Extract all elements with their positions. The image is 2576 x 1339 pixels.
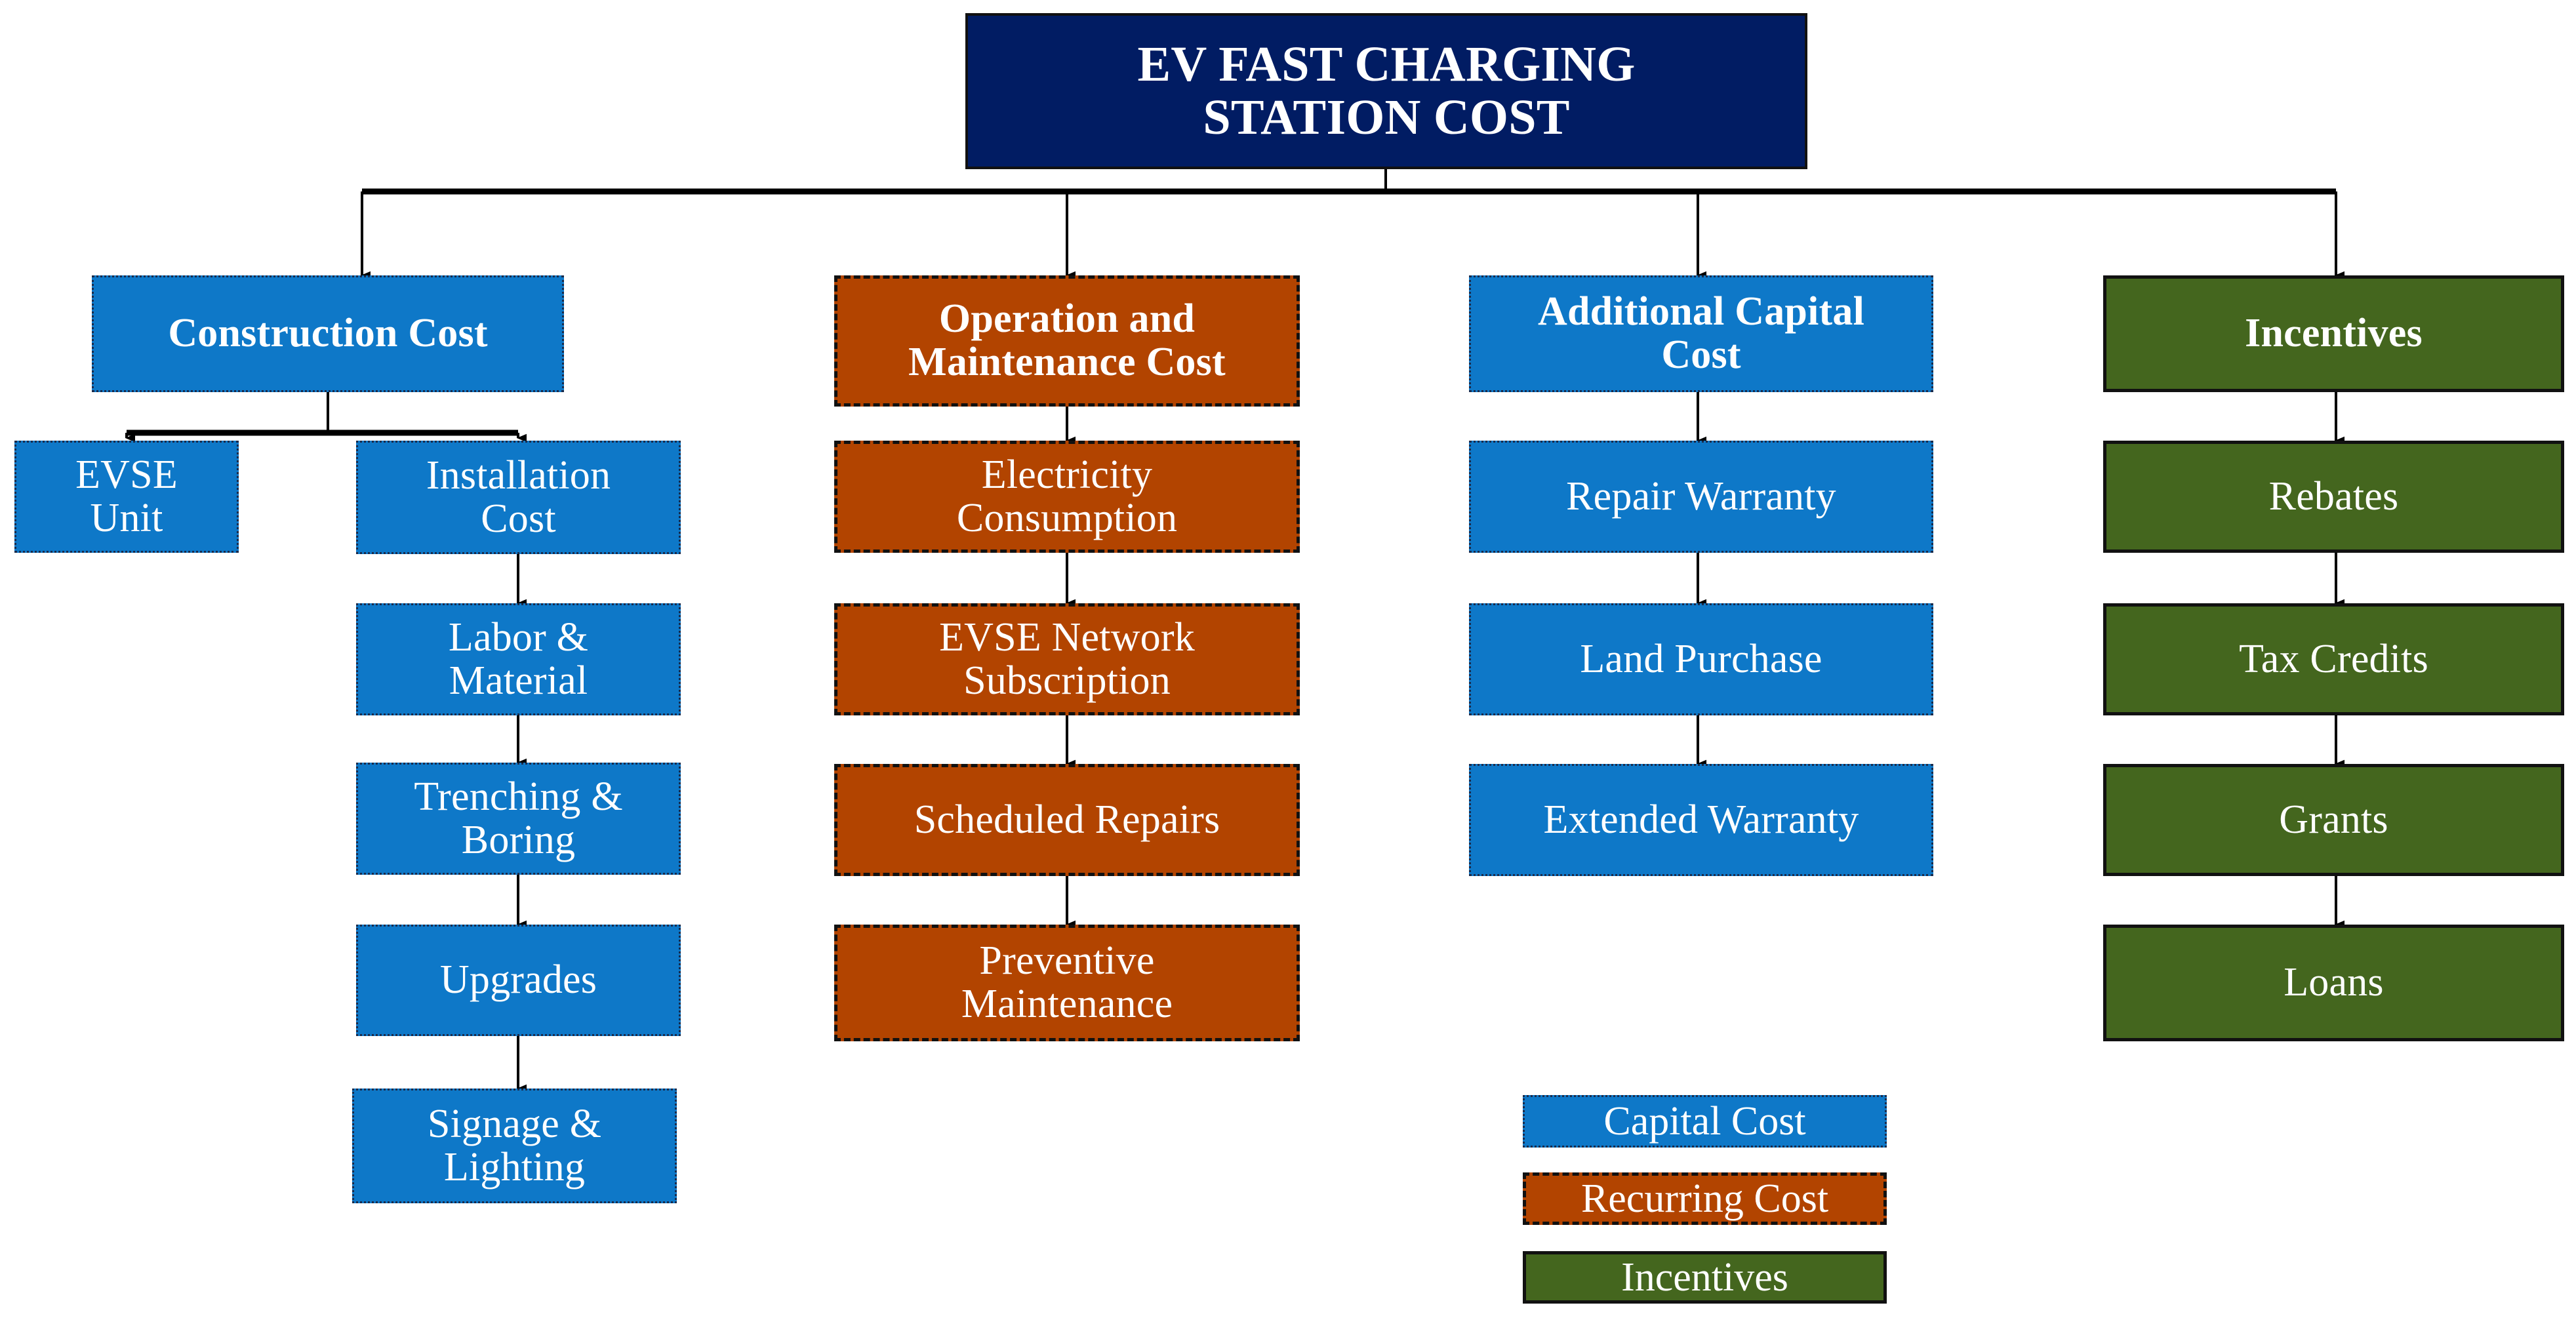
branch-header-additional-capital-cost[interactable]: Additional Capital Cost [1469, 275, 1933, 392]
node-upgrades[interactable]: Upgrades [356, 925, 681, 1036]
legend-item-incentives: Incentives [1523, 1251, 1887, 1304]
branch-header-incentives[interactable]: Incentives [2103, 275, 2564, 392]
node-labor-and-material[interactable]: Labor & Material [356, 603, 681, 715]
node-electricity-consumption[interactable]: Electricity Consumption [834, 441, 1300, 553]
node-signage-and-lighting[interactable]: Signage & Lighting [352, 1089, 677, 1203]
node-preventive-maintenance[interactable]: Preventive Maintenance [834, 925, 1300, 1041]
node-rebates[interactable]: Rebates [2103, 441, 2564, 553]
node-grants[interactable]: Grants [2103, 764, 2564, 876]
node-scheduled-repairs[interactable]: Scheduled Repairs [834, 764, 1300, 876]
root-node-ev-fast-charging-station-cost[interactable]: EV FAST CHARGING STATION COST [965, 13, 1807, 169]
node-land-purchase[interactable]: Land Purchase [1469, 603, 1933, 715]
node-tax-credits[interactable]: Tax Credits [2103, 603, 2564, 715]
node-evse-network-subscription[interactable]: EVSE Network Subscription [834, 603, 1300, 715]
legend-item-recurring-cost: Recurring Cost [1523, 1172, 1887, 1225]
node-installation-cost[interactable]: Installation Cost [356, 441, 681, 554]
branch-header-operation-and-maintenance-cost[interactable]: Operation and Maintenance Cost [834, 275, 1300, 407]
node-evse-unit[interactable]: EVSE Unit [14, 441, 239, 553]
legend-item-capital-cost: Capital Cost [1523, 1095, 1887, 1148]
node-trenching-and-boring[interactable]: Trenching & Boring [356, 763, 681, 875]
node-loans[interactable]: Loans [2103, 925, 2564, 1041]
branch-header-construction-cost[interactable]: Construction Cost [92, 275, 564, 392]
node-repair-warranty[interactable]: Repair Warranty [1469, 441, 1933, 553]
node-extended-warranty[interactable]: Extended Warranty [1469, 764, 1933, 876]
